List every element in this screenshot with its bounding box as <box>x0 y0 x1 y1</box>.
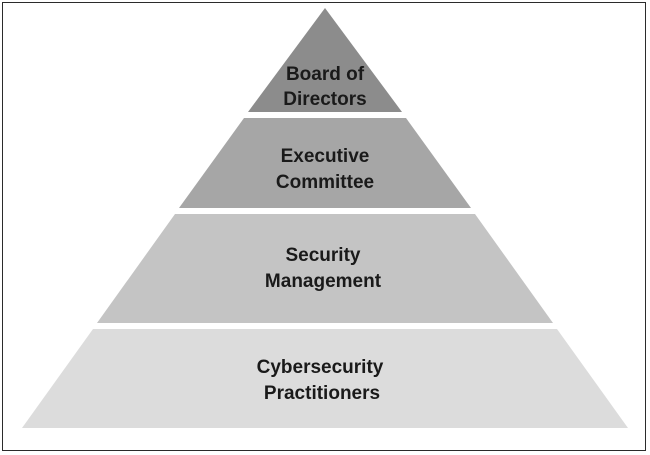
tier-executive-label-line2: Committee <box>276 172 374 193</box>
tier-board-shape <box>248 8 402 112</box>
tier-executive-shape <box>179 118 471 208</box>
tier-board-label-line1: Board of <box>286 64 365 85</box>
tier-cyber-shape <box>22 329 628 428</box>
tier-security-shape <box>97 214 553 323</box>
tier-executive-label-line1: Executive <box>281 146 370 167</box>
tier-board-label-line2: Directors <box>283 89 366 110</box>
tier-security-label-line1: Security <box>286 245 361 266</box>
tier-security-label-line2: Management <box>265 271 382 292</box>
tier-cyber-label-line1: Cybersecurity <box>257 357 384 378</box>
tier-cyber-label-line2: Practitioners <box>264 383 380 404</box>
